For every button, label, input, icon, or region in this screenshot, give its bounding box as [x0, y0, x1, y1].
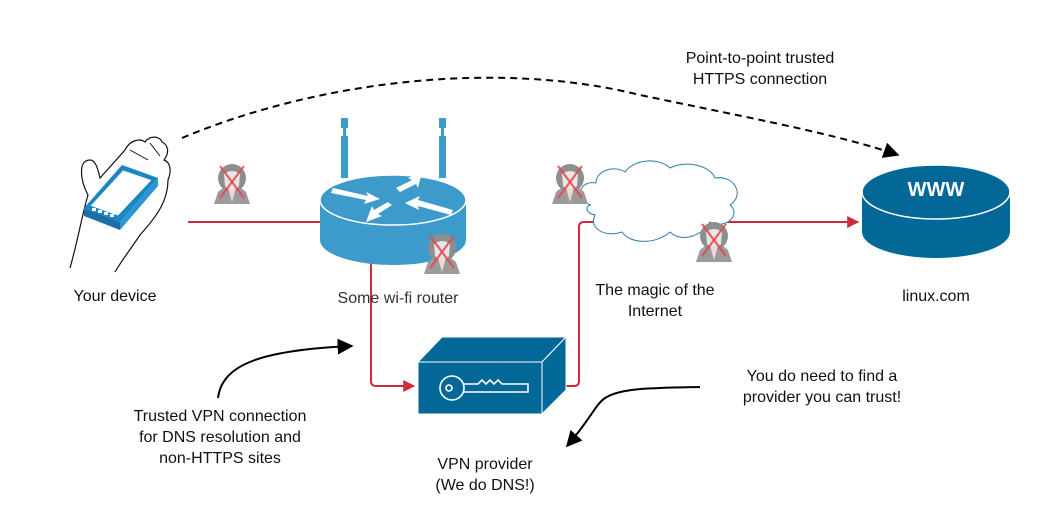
vpn-connection-annotation-line3: non-HTTPS sites: [159, 450, 281, 467]
internet-label-line1: The magic of the: [595, 282, 715, 299]
https-annotation-line1: Point-to-point trusted: [685, 50, 835, 67]
blocked-attacker-icon: [212, 162, 252, 206]
wifi-router-icon: [319, 118, 467, 265]
blocked-attacker-icon: [550, 162, 590, 206]
server-label: linux.com: [902, 288, 970, 305]
trust-note-line1: You do need to find a: [746, 368, 898, 385]
trust-note-line2: provider you can trust!: [742, 389, 902, 406]
router-label: Some wi-fi router: [337, 290, 459, 307]
key-box-icon: [416, 335, 568, 416]
https-connection-arrow: [181, 76, 900, 158]
https-annotation-line2: HTTPS connection: [692, 71, 828, 88]
vpn-tunnel-path-out: [548, 216, 860, 387]
www-server-icon: [861, 164, 1011, 258]
vpn-label-line2: (We do DNS!): [435, 477, 535, 494]
cloud-icon: [580, 160, 738, 242]
device-label: Your device: [73, 288, 157, 305]
server-badge: WWW: [907, 179, 965, 201]
internet-label-line2: Internet: [627, 303, 683, 320]
hand-holding-phone-icon: [69, 136, 171, 273]
vpn-label-line1: VPN provider: [437, 456, 533, 473]
vpn-connection-annotation-line2: for DNS resolution and: [139, 429, 301, 446]
vpn-connection-callout-arrow: [217, 338, 354, 399]
vpn-connection-annotation-line1: Trusted VPN connection: [133, 408, 307, 425]
trust-note-callout-arrow: [565, 386, 701, 448]
